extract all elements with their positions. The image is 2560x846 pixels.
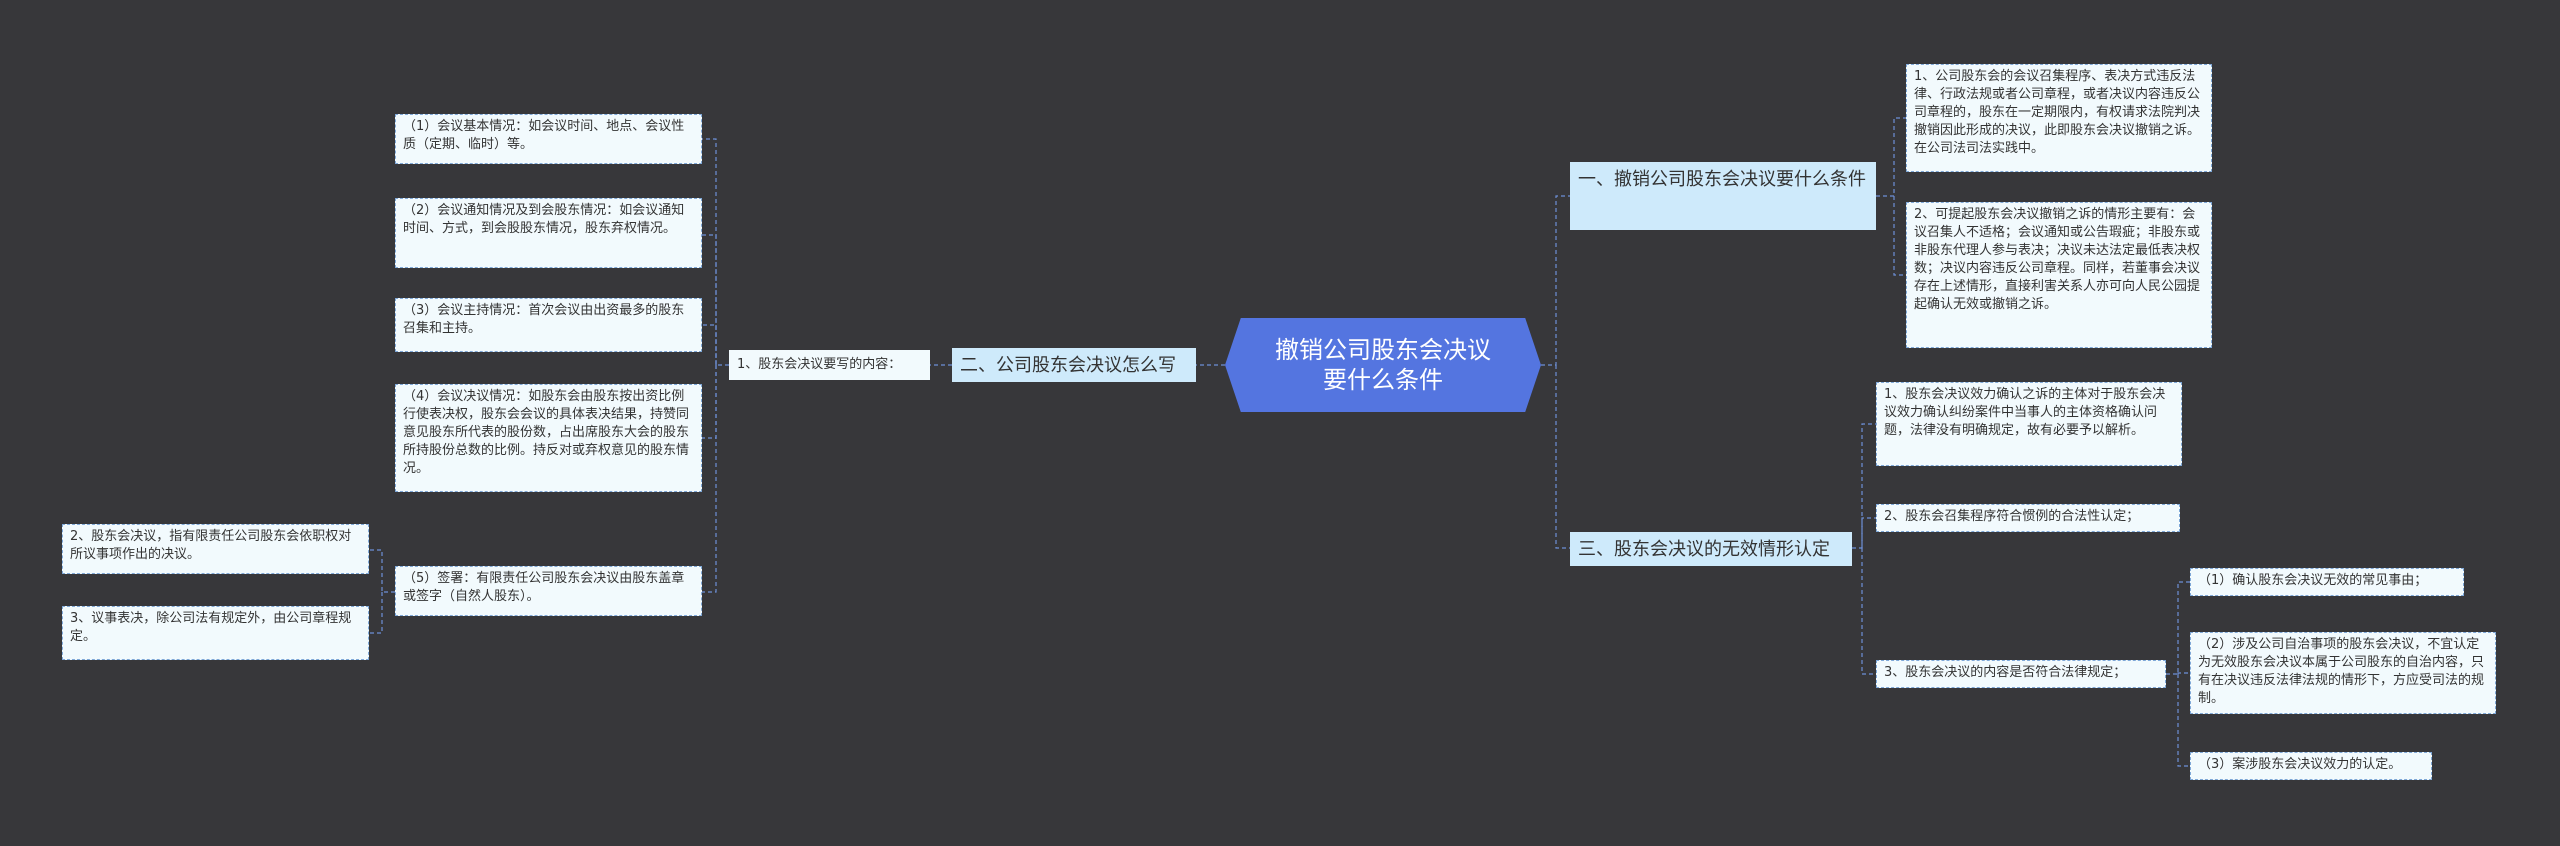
- branch-3-item-2[interactable]: 2、股东会召集程序符合惯例的合法性认定；: [1876, 504, 2180, 532]
- branch-2-item-3[interactable]: （3）会议主持情况：首次会议由出资最多的股东召集和主持。: [395, 298, 702, 352]
- branch-3-item-1[interactable]: 1、股东会决议效力确认之诉的主体对于股东会决议效力确认纠纷案件中当事人的主体资格…: [1876, 382, 2182, 466]
- branch-3-sub-2[interactable]: （2）涉及公司自治事项的股东会决议，不宜认定为无效股东会决议本属于公司股东的自治…: [2190, 632, 2496, 714]
- root-topic[interactable]: 撤销公司股东会决议要什么条件: [1225, 318, 1541, 412]
- branch-3-item-3[interactable]: 3、股东会决议的内容是否符合法律规定；: [1876, 660, 2166, 688]
- branch-2[interactable]: 二、公司股东会决议怎么写: [952, 348, 1196, 382]
- branch-2-sub-2[interactable]: 3、议事表决，除公司法有规定外，由公司章程规定。: [62, 606, 369, 660]
- branch-2-item-2[interactable]: （2）会议通知情况及到会股东情况：如会议通知时间、方式，到会股股东情况，股东弃权…: [395, 198, 702, 268]
- branch-2-item-1[interactable]: （1）会议基本情况：如会议时间、地点、会议性质（定期、临时）等。: [395, 114, 702, 164]
- root-topic-label: 撤销公司股东会决议要什么条件: [1275, 336, 1491, 394]
- branch-3[interactable]: 三、股东会决议的无效情形认定: [1570, 532, 1852, 566]
- branch-3-sub-3[interactable]: （3）案涉股东会决议效力的认定。: [2190, 752, 2432, 780]
- branch-2-item-5[interactable]: （5）签署：有限责任公司股东会决议由股东盖章或签字（自然人股东）。: [395, 566, 702, 616]
- branch-3-sub-1[interactable]: （1）确认股东会决议无效的常见事由；: [2190, 568, 2464, 596]
- branch-2-mid[interactable]: 1、股东会决议要写的内容：: [729, 350, 930, 380]
- branch-2-sub-1[interactable]: 2、股东会决议，指有限责任公司股东会依职权对所议事项作出的决议。: [62, 524, 369, 574]
- branch-1[interactable]: 一、撤销公司股东会决议要什么条件: [1570, 162, 1876, 230]
- branch-1-item-2[interactable]: 2、可提起股东会决议撤销之诉的情形主要有：会议召集人不适格；会议通知或公告瑕疵；…: [1906, 202, 2212, 348]
- branch-2-item-4[interactable]: （4）会议决议情况：如股东会由股东按出资比例行使表决权，股东会会议的具体表决结果…: [395, 384, 702, 492]
- branch-1-item-1[interactable]: 1、公司股东会的会议召集程序、表决方式违反法律、行政法规或者公司章程，或者决议内…: [1906, 64, 2212, 172]
